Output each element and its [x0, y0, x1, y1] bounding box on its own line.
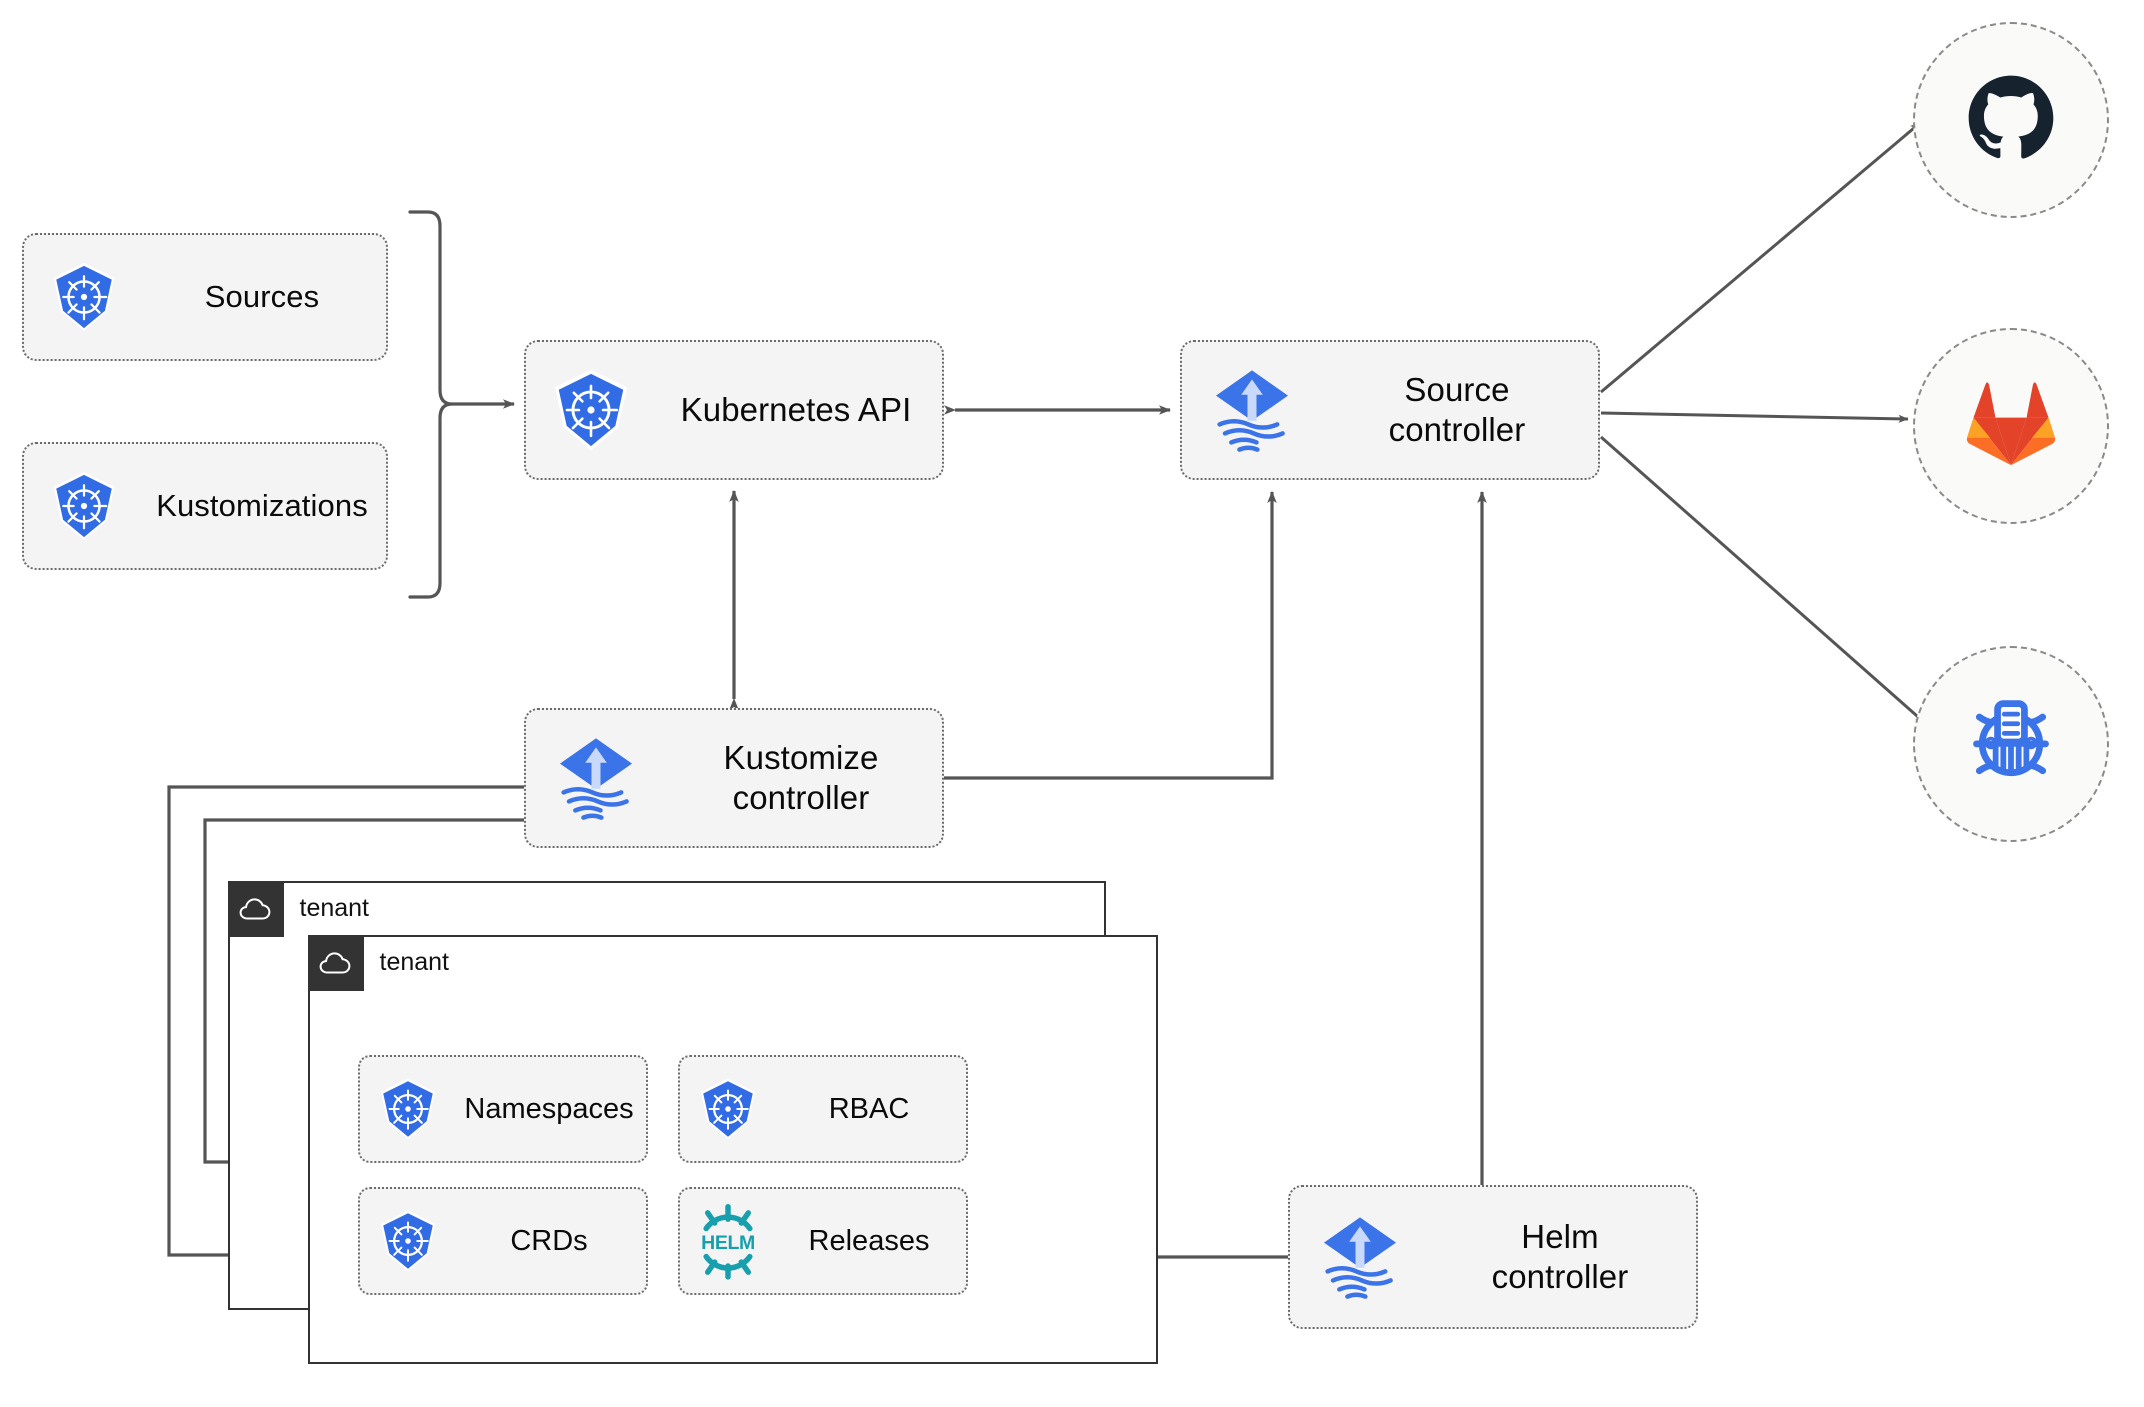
helm-icon: HELM: [680, 1202, 776, 1280]
kubernetes-icon: [680, 1076, 776, 1142]
tenant-container-front[interactable]: tenant: [307, 934, 1158, 1364]
cell-label: Namespaces: [464, 1092, 634, 1125]
endpoint-gitlab[interactable]: [1913, 328, 2109, 524]
kubernetes-icon: [24, 469, 144, 543]
tenant-resource-grid: Namespaces: [358, 1055, 968, 1295]
endpoint-helm-repository[interactable]: [1913, 646, 2109, 842]
helm-repository-icon: [1963, 694, 2059, 795]
edge-kustomizectl-sourcectl: [944, 491, 1277, 780]
cell-releases[interactable]: HELM Releases: [678, 1187, 968, 1295]
github-icon: [1965, 72, 2057, 169]
cell-label: RBAC: [828, 1092, 910, 1125]
flux-icon: [1182, 365, 1322, 455]
node-kustomize-controller[interactable]: Kustomize controller: [524, 708, 944, 848]
cell-rbac[interactable]: RBAC: [678, 1055, 968, 1163]
svg-text:HELM: HELM: [701, 1232, 755, 1254]
node-label: Helm controller: [1491, 1217, 1629, 1295]
edge-sourcectl-gitlab: [1600, 411, 1909, 423]
kubernetes-icon: [360, 1208, 456, 1274]
node-label: Kubernetes API: [680, 390, 912, 428]
node-label: Sources: [204, 279, 320, 315]
cell-label: Releases: [808, 1224, 930, 1257]
kubernetes-icon: [360, 1076, 456, 1142]
tenant-name: tenant: [299, 894, 370, 922]
flux-icon: [1290, 1212, 1430, 1302]
cloud-icon: [227, 880, 284, 937]
node-label: Kustomize controller: [723, 738, 879, 816]
kubernetes-icon: [24, 260, 144, 334]
cell-namespaces[interactable]: Namespaces: [358, 1055, 648, 1163]
grouping-brace: [408, 210, 454, 599]
node-helm-controller[interactable]: Helm controller: [1288, 1185, 1698, 1329]
edge-sourcectl-github: [1600, 121, 1921, 394]
node-kubernetes-api[interactable]: Kubernetes API: [524, 340, 944, 480]
endpoint-github[interactable]: [1913, 22, 2109, 218]
cell-label: CRDs: [510, 1224, 588, 1257]
node-source-controller[interactable]: Source controller: [1180, 340, 1600, 480]
kubernetes-icon: [526, 367, 656, 453]
node-label: Source controller: [1388, 370, 1526, 448]
tenant-header: tenant: [307, 934, 450, 991]
tenant-name: tenant: [379, 948, 450, 976]
node-sources[interactable]: Sources: [22, 233, 388, 361]
tenant-header: tenant: [227, 880, 370, 937]
flux-icon: [526, 733, 666, 823]
cell-crds[interactable]: CRDs: [358, 1187, 648, 1295]
edge-sourcectl-helmrepo: [1600, 435, 1926, 725]
gitlab-icon: [1965, 381, 2057, 472]
cloud-icon: [307, 934, 364, 991]
node-label: Kustomizations: [156, 488, 368, 524]
node-kustomizations[interactable]: Kustomizations: [22, 442, 388, 570]
